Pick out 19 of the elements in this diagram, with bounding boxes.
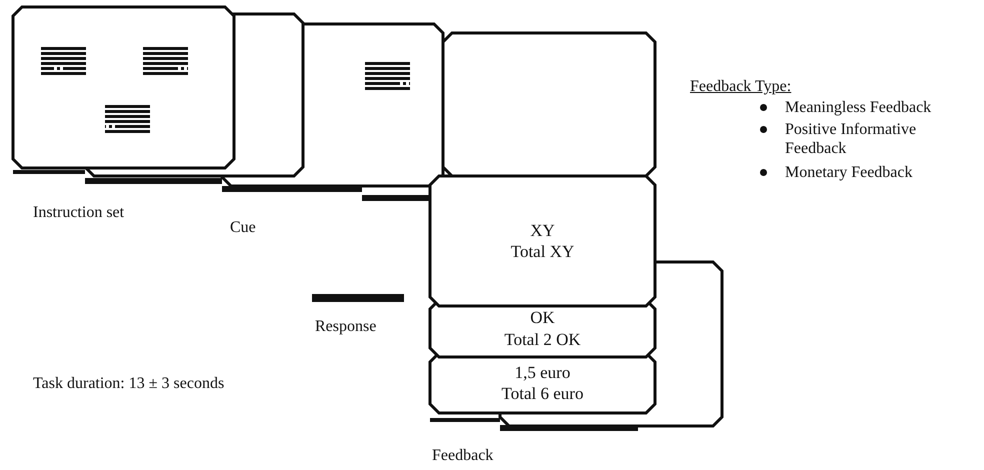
list-item: Monetary Feedback: [785, 163, 914, 182]
list-heading: Feedback Type:: [690, 78, 792, 96]
caption-text: Feedback: [432, 447, 494, 465]
caption-text: Task duration: 13 ± 3 seconds: [33, 375, 224, 393]
feedback-text: 1,5 euro: [514, 362, 572, 383]
screen-frame: [443, 33, 655, 176]
feedback-text: Total XY: [510, 241, 576, 262]
feedback-panel: [430, 176, 655, 306]
feedback-text: Total 6 euro: [500, 383, 584, 404]
caption-text: Cue: [230, 219, 256, 237]
feedback-panel: [430, 353, 655, 413]
caption-text: Instruction set: [33, 204, 124, 222]
feedback-text: OK: [529, 307, 556, 328]
list-item: Positive Informative Feedback: [785, 120, 918, 158]
caption-text: Response: [315, 318, 376, 336]
feedback-text: XY: [529, 220, 556, 241]
screen-frame: [13, 7, 234, 168]
list-item: Meaningless Feedback: [785, 98, 932, 118]
feedback-text: Total 2 OK: [503, 328, 582, 350]
